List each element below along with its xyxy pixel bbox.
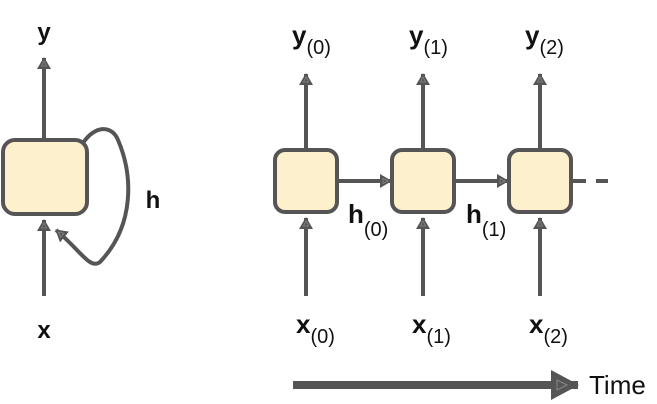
output-label-2: y(2) [525,20,564,59]
state-label-0: h(0) [348,199,388,241]
rnn-cell-0 [273,148,339,214]
folded-output-label: y [37,19,51,46]
folded-state-label: h [146,187,161,214]
state-label-1: h(1) [466,199,506,241]
time-label: Time [589,370,646,400]
input-label-1: x(1) [412,309,451,348]
rnn-cell-1 [390,148,456,214]
rnn-cell-2 [507,148,573,214]
folded-recurrent-loop [54,127,131,266]
input-label-2: x(2) [529,309,568,348]
output-label-0: y(0) [292,20,331,59]
unrolled-rnn: y(0) y(1) y(2) h(0) h(1) x(0) x(1) x(2) [273,20,608,348]
output-label-1: y(1) [409,20,448,59]
time-axis: Time [293,370,646,400]
folded-rnn: y h x [1,19,161,344]
folded-input-label: x [37,317,51,344]
input-label-0: x(0) [296,309,335,348]
folded-cell [1,138,89,216]
